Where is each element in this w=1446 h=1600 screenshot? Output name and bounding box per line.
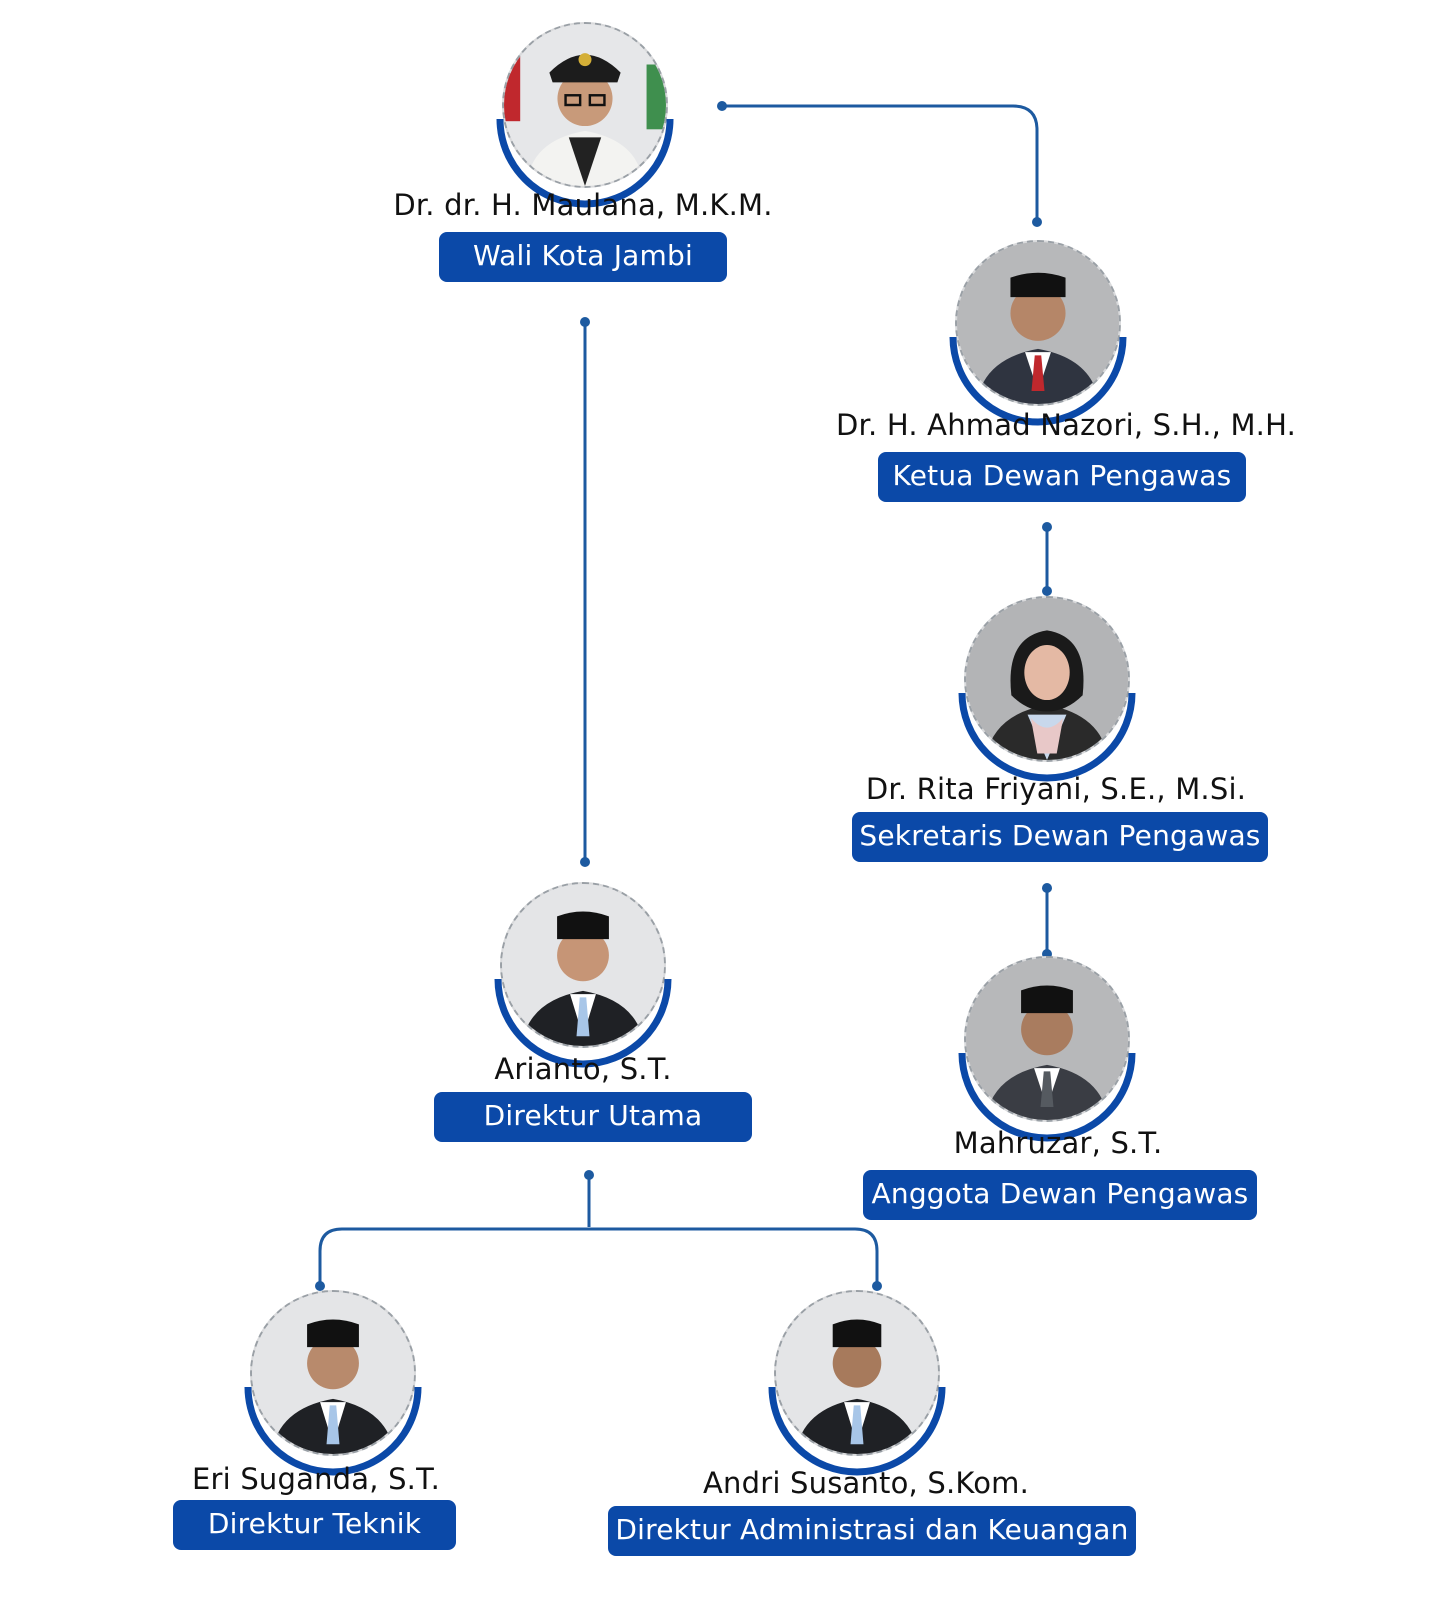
connector-dot <box>580 857 590 867</box>
portrait-ring <box>496 118 674 208</box>
connector-dot <box>1042 586 1052 596</box>
person-title-badge: Sekretaris Dewan Pengawas <box>852 812 1268 862</box>
connector-dirut-direktur <box>318 1175 879 1286</box>
portrait-walikota <box>490 22 680 212</box>
person-name: Arianto, S.T. <box>494 1052 672 1086</box>
person-portrait-icon <box>502 22 668 188</box>
portrait-ring <box>244 1386 422 1476</box>
person-portrait-icon <box>955 240 1121 406</box>
person-portrait-icon <box>500 882 666 1048</box>
connector-dot <box>872 1281 882 1291</box>
person-name: Andri Susanto, S.Kom. <box>702 1466 1030 1500</box>
portrait-direktur-teknik <box>238 1290 428 1480</box>
connector-dot <box>580 317 590 327</box>
connector-dot <box>584 1170 594 1180</box>
connector-dot <box>717 101 727 111</box>
person-portrait-icon <box>964 956 1130 1122</box>
person-title-badge: Anggota Dewan Pengawas <box>863 1170 1257 1220</box>
portrait-ketua-dewan-pengawas <box>943 240 1133 430</box>
person-title-badge: Direktur Teknik <box>173 1500 456 1550</box>
connector-dot <box>315 1281 325 1291</box>
portrait-ring <box>494 978 672 1068</box>
portrait-direktur-utama <box>488 882 678 1072</box>
person-portrait-icon <box>250 1290 416 1456</box>
portrait-ring <box>958 692 1136 782</box>
connector-dot <box>1042 522 1052 532</box>
person-title-badge: Wali Kota Jambi <box>439 232 727 282</box>
portrait-sekretaris-dewan-pengawas <box>952 596 1142 786</box>
person-portrait-icon <box>774 1290 940 1456</box>
portrait-ring <box>958 1052 1136 1142</box>
connector-dot <box>1032 217 1042 227</box>
portrait-ring <box>949 336 1127 426</box>
portrait-anggota-dewan-pengawas <box>952 956 1142 1146</box>
connector-dot <box>1042 883 1052 893</box>
person-name: Eri Suganda, S.T. <box>191 1462 441 1496</box>
person-portrait-icon <box>964 596 1130 762</box>
person-name: Dr. H. Ahmad Nazori, S.H., M.H. <box>835 408 1297 442</box>
person-name: Mahruzar, S.T. <box>953 1126 1163 1160</box>
portrait-ring <box>768 1386 946 1476</box>
person-name: Dr. dr. H. Maulana, M.K.M. <box>393 188 773 222</box>
person-title-badge: Ketua Dewan Pengawas <box>878 452 1246 502</box>
person-title-badge: Direktur Utama <box>434 1092 752 1142</box>
person-title-badge: Direktur Administrasi dan Keuangan <box>608 1506 1136 1556</box>
portrait-direktur-administrasi-keuangan <box>762 1290 952 1480</box>
connector-walikota-ketua <box>722 104 1039 222</box>
person-name: Dr. Rita Friyani, S.E., M.Si. <box>865 772 1247 806</box>
